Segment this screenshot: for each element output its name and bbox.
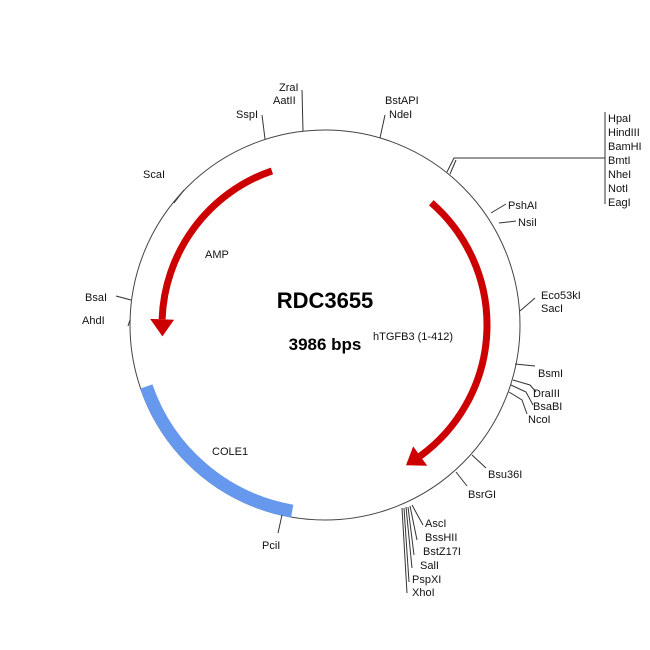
site-ticks: [115, 89, 606, 594]
site-label: NdeI: [389, 109, 412, 121]
site-label: BsaBI: [533, 401, 562, 413]
htgfb3-arrow: [418, 200, 491, 459]
site-label: BstAPI: [385, 95, 419, 107]
cole1-label: COLE1: [212, 446, 248, 458]
site-label: PshAI: [508, 200, 537, 212]
site-label: AatII: [273, 95, 296, 107]
site-label: NsiI: [518, 217, 537, 229]
site-label: BsrGI: [468, 489, 496, 501]
amp-label: AMP: [205, 249, 229, 261]
site-label: HindIII: [608, 127, 640, 139]
site-label: BsmI: [538, 368, 563, 380]
site-label: AscI: [425, 518, 446, 530]
site-label: SspI: [236, 109, 258, 121]
site-label: BstZ17I: [423, 546, 461, 558]
plasmid-size: 3986 bps: [289, 335, 362, 354]
amp-arrowhead: [150, 318, 175, 337]
site-label: NheI: [608, 169, 631, 181]
site-labels: ZraI AatII SspI BstAPI NdeI HpaI HindIII…: [82, 82, 642, 599]
site-label: SalI: [420, 560, 439, 572]
site-label: Bsu36I: [488, 469, 522, 481]
site-label: BssHII: [425, 532, 457, 544]
site-label: ZraI: [279, 82, 299, 94]
site-label: EagI: [608, 197, 631, 209]
site-label: PciI: [262, 540, 280, 552]
site-label: NotI: [608, 183, 628, 195]
site-label: ScaI: [143, 169, 165, 181]
site-label: AhdI: [82, 315, 105, 327]
cole1-feature: [140, 384, 294, 518]
plasmid-name: RDC3655: [277, 288, 374, 313]
site-label: SacI: [541, 303, 563, 315]
site-label: HpaI: [608, 113, 631, 125]
site-label: DraIII: [533, 388, 560, 400]
site-label: BmtI: [608, 155, 631, 167]
plasmid-backbone: [129, 129, 521, 521]
site-label: NcoI: [528, 414, 551, 426]
htgfb3-label: hTGFB3 (1-412): [373, 331, 453, 343]
htgfb3-arrowhead: [406, 446, 428, 466]
site-label: BamHI: [608, 141, 642, 153]
site-label: XhoI: [412, 587, 435, 599]
site-label: BsaI: [85, 292, 107, 304]
amp-arrow: [158, 167, 274, 320]
site-label: Eco53kI: [541, 290, 581, 302]
site-label: PspXI: [412, 574, 441, 586]
